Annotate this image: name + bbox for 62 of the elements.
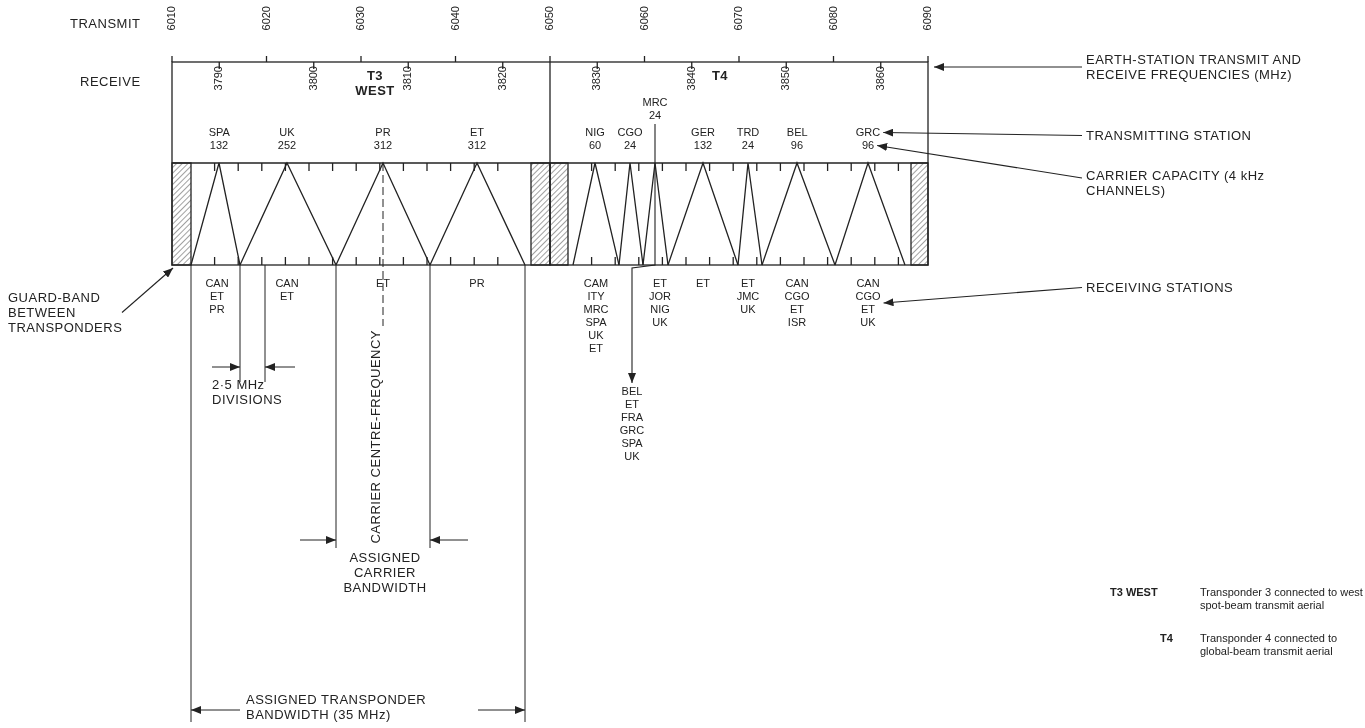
tick-label: 6010 xyxy=(165,6,178,31)
receiving-stations-list: ET xyxy=(375,277,391,290)
station-code: GRC xyxy=(855,126,881,139)
leader-line xyxy=(933,63,1083,71)
key-text: Transponder 4 connected to global-beam transmit aerial xyxy=(1200,632,1339,658)
carrier-label: BEL 96 xyxy=(786,126,808,152)
leader-line xyxy=(882,128,1083,137)
tick-label: 6080 xyxy=(826,6,840,31)
dimension-label: 2·5 MHz DIVISIONS xyxy=(212,377,284,407)
receiving-stations-list: CAN CGO ET UK xyxy=(855,277,881,329)
receiving-stations-list: CAN ET xyxy=(275,277,299,303)
receiving-stations-list: ET JOR NIG UK xyxy=(649,277,671,329)
tick-label: 6050 xyxy=(543,6,556,31)
receiving-stations-list: BEL ET FRA GRC SPA UK xyxy=(619,385,645,463)
dimension-label: CARRIER CENTRE-FREQUENCY xyxy=(368,330,383,544)
carrier-label: PR 312 xyxy=(373,126,393,152)
tick-label: 3810 xyxy=(401,66,415,91)
callout-label: TRANSMITTING STATION xyxy=(1086,128,1346,143)
carrier-label: CGO 24 xyxy=(617,126,643,152)
tick-label: 3800 xyxy=(306,66,320,91)
dimension-label: ASSIGNED CARRIER BANDWIDTH xyxy=(342,550,428,595)
carrier-label: GER 132 xyxy=(691,126,715,152)
receiving-stations-list: PR xyxy=(469,277,485,290)
tick-label: 6070 xyxy=(732,6,745,31)
tick-label: 3840 xyxy=(684,66,698,91)
leader-line xyxy=(121,267,174,314)
carrier-label: NIG 60 xyxy=(585,126,605,152)
tick-label: 3830 xyxy=(590,66,604,91)
leader-line xyxy=(883,286,1083,307)
tick-label: 6020 xyxy=(259,6,273,31)
receiving-stations-list: CAM ITY MRC SPA UK ET xyxy=(583,277,609,355)
receiving-stations-list: ET xyxy=(695,277,711,290)
carrier-label: TRD 24 xyxy=(736,126,760,152)
transponder-label: T4 xyxy=(711,68,729,83)
tick-label: 6090 xyxy=(921,6,934,31)
callout-label: EARTH-STATION TRANSMIT AND RECEIVE FREQUENCIES (MHz) xyxy=(1086,52,1361,82)
arrow xyxy=(628,123,656,384)
receiving-stations-list: CAN CGO ET ISR xyxy=(784,277,810,329)
tick-label: 6060 xyxy=(637,6,651,31)
capacity-value: 96 xyxy=(861,139,875,152)
key-text: Transponder 3 connected to west spot-beam transmit aerial xyxy=(1200,586,1364,612)
leader-line xyxy=(876,143,1083,179)
dimension-label: ASSIGNED TRANSPONDER BANDWIDTH (35 MHz) xyxy=(246,692,428,722)
carrier-label: MRC 24 xyxy=(642,96,668,122)
carrier-label: SPA 132 xyxy=(208,126,230,152)
tick-label: 3820 xyxy=(495,66,509,91)
key-label: T3 WEST xyxy=(1110,586,1158,599)
tick-label: 6030 xyxy=(354,6,367,31)
tick-label: 3860 xyxy=(873,66,887,91)
callout-label: RECEIVING STATIONS xyxy=(1086,280,1234,295)
carrier-label: ET 312 xyxy=(467,126,487,152)
tick-label: 3790 xyxy=(212,66,226,91)
axis-title: RECEIVE xyxy=(80,74,142,89)
carrier-label: UK 252 xyxy=(277,126,297,152)
tick-label: 6040 xyxy=(448,6,462,31)
callout-label: CARRIER CAPACITY (4 kHz CHANNELS) xyxy=(1086,168,1286,198)
key-label: T4 xyxy=(1160,632,1173,645)
transponder-label: T3 WEST xyxy=(355,68,395,98)
receiving-stations-list: ET JMC UK xyxy=(736,277,760,316)
axis-title: TRANSMIT xyxy=(70,16,142,31)
tick-label: 3850 xyxy=(779,66,793,91)
receiving-stations-list: CAN ET PR xyxy=(205,277,229,316)
